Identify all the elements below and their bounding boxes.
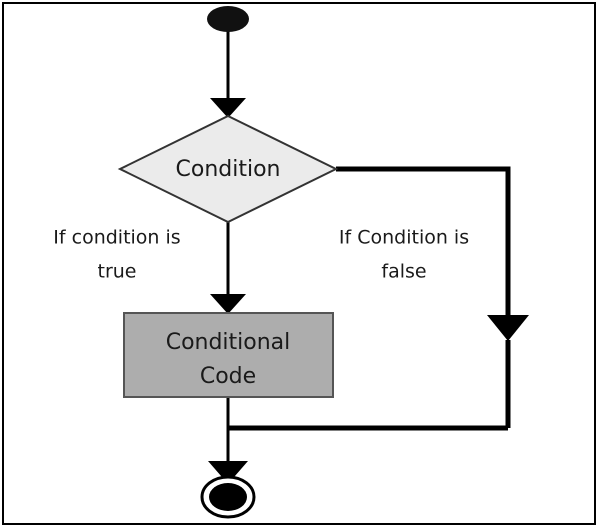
edge-start-to-decision <box>210 30 246 118</box>
decision-node-label: Condition <box>176 157 281 182</box>
process-node[interactable]: Conditional Code <box>123 312 334 398</box>
true-branch-label: If condition is true <box>53 227 180 283</box>
decision-node[interactable]: Condition <box>117 114 339 224</box>
false-branch-label-line2: false <box>381 261 426 283</box>
process-node-label-line1: Conditional <box>166 330 291 355</box>
true-branch-label-line1: If condition is <box>53 227 180 249</box>
true-branch-label-line2: true <box>98 261 137 283</box>
false-branch-label: If Condition is false <box>339 227 469 283</box>
start-node[interactable] <box>207 6 249 32</box>
process-node-label-line2: Code <box>200 364 256 389</box>
edge-false-branch <box>336 166 529 428</box>
end-node[interactable] <box>200 475 256 519</box>
false-branch-label-line1: If Condition is <box>339 227 469 249</box>
edge-true-branch <box>210 222 246 314</box>
edge-merge-to-end <box>208 428 248 484</box>
